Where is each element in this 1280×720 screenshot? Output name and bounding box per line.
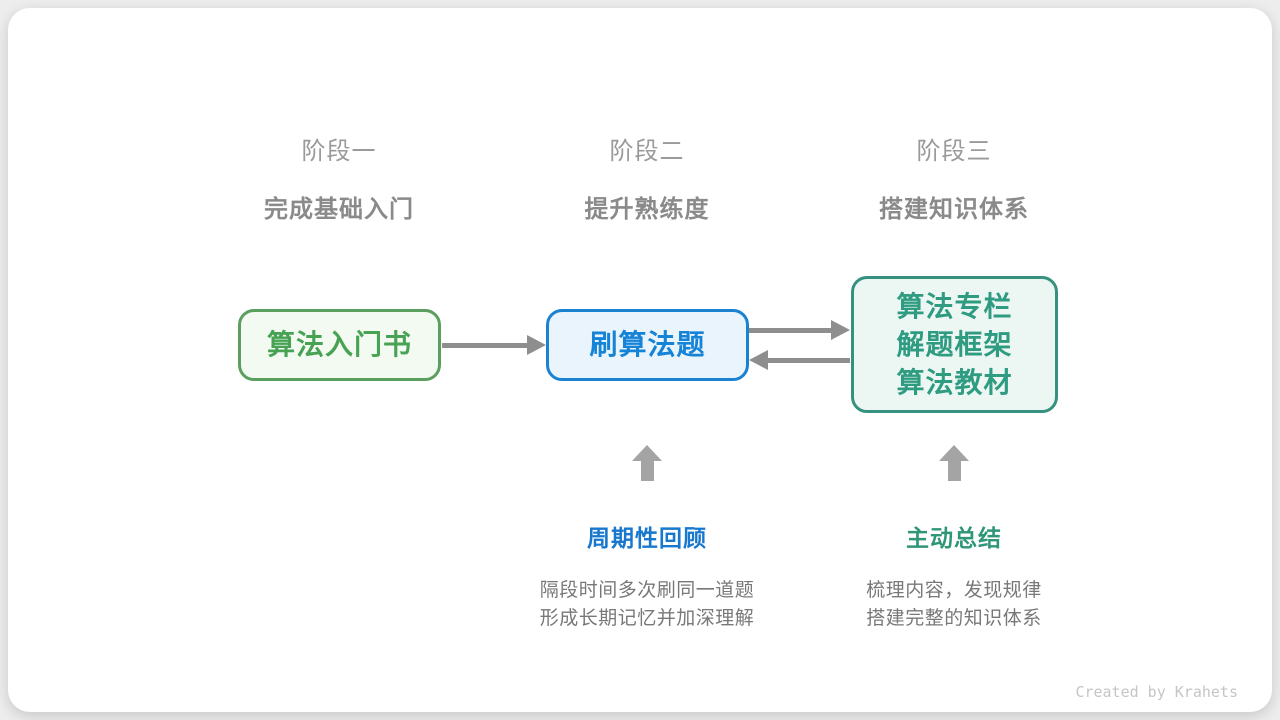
arrow-shaft	[442, 343, 529, 348]
annotation-desc-line: 隔段时间多次刷同一道题	[539, 580, 755, 601]
arrow-head-right-icon	[527, 335, 546, 355]
node-intro-book-label: 算法入门书	[266, 329, 412, 360]
arrow-practice-to-resources-icon	[749, 320, 850, 340]
up-arrow-review-icon	[632, 445, 662, 481]
up-arrow-head-icon	[632, 445, 662, 461]
annotation-active-summary-desc: 梳理内容，发现规律 搭建完整的知识体系	[784, 577, 1124, 633]
up-arrow-shaft	[640, 461, 654, 481]
stage-2-label: 阶段二	[609, 138, 685, 165]
annotation-desc-line: 搭建完整的知识体系	[866, 608, 1042, 629]
stage-1-label: 阶段一	[301, 138, 377, 165]
node-knowledge-resources: 算法专栏 解题框架 算法教材	[851, 276, 1058, 413]
annotation-desc-line: 梳理内容，发现规律	[866, 580, 1042, 601]
up-arrow-shaft	[947, 461, 961, 481]
annotation-active-summary: 主动总结 梳理内容，发现规律 搭建完整的知识体系	[784, 519, 1124, 633]
annotation-active-summary-title: 主动总结	[906, 525, 1002, 551]
annotation-desc-line: 形成长期记忆并加深理解	[539, 608, 755, 629]
arrow-head-right-icon	[831, 320, 850, 340]
annotation-periodic-review: 周期性回顾 隔段时间多次刷同一道题 形成长期记忆并加深理解	[477, 519, 817, 633]
stage-3-subtitle: 搭建知识体系	[879, 196, 1029, 223]
annotation-periodic-review-title: 周期性回顾	[587, 525, 707, 551]
stage-header-2: 阶段二 提升熟练度	[497, 131, 797, 224]
node-intro-book: 算法入门书	[238, 309, 441, 381]
arrow-shaft	[749, 328, 833, 333]
diagram-card: 阶段一 完成基础入门 阶段二 提升熟练度 阶段三 搭建知识体系 算法入门书 刷算…	[8, 8, 1272, 712]
stage-2-subtitle: 提升熟练度	[584, 196, 710, 223]
up-arrow-head-icon	[939, 445, 969, 461]
credit-text: Created by Krahets	[1075, 683, 1238, 701]
stage-1-subtitle: 完成基础入门	[264, 196, 414, 223]
arrow-intro-to-practice-icon	[442, 335, 546, 355]
arrow-resources-to-practice-icon	[749, 350, 850, 370]
up-arrow-summarize-icon	[939, 445, 969, 481]
arrow-head-left-icon	[749, 350, 768, 370]
stage-header-3: 阶段三 搭建知识体系	[804, 131, 1104, 224]
node-practice-problems-label: 刷算法题	[589, 329, 706, 360]
arrow-shaft	[766, 358, 850, 363]
node-resources-line-3: 算法教材	[896, 366, 1013, 398]
node-practice-problems: 刷算法题	[546, 309, 749, 381]
stage-header-1: 阶段一 完成基础入门	[189, 131, 489, 224]
stage-3-label: 阶段三	[916, 138, 992, 165]
annotation-periodic-review-desc: 隔段时间多次刷同一道题 形成长期记忆并加深理解	[477, 577, 817, 633]
node-resources-line-1: 算法专栏	[896, 290, 1013, 322]
node-resources-line-2: 解题框架	[896, 328, 1013, 360]
